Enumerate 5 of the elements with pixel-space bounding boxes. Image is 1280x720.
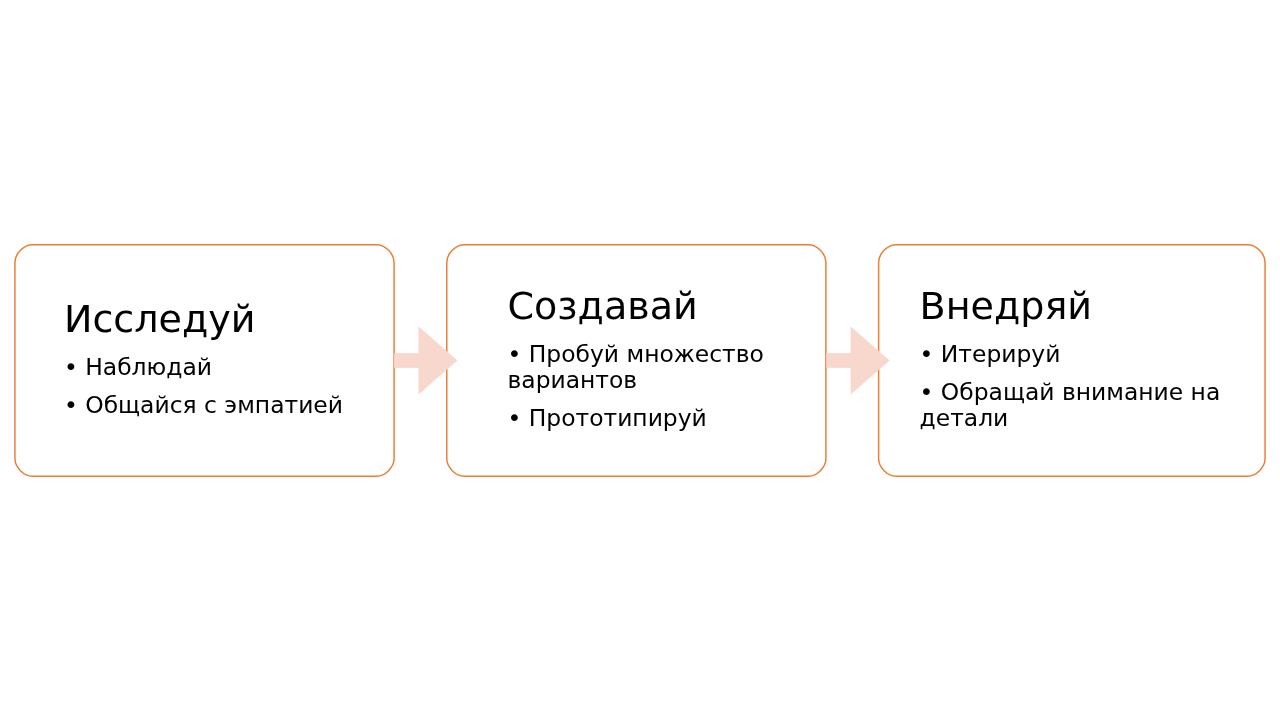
- arrow: [394, 325, 458, 395]
- arrow: [826, 325, 890, 395]
- node-box: Исследуй • Наблюдай • Общайся с эмпатией: [14, 243, 395, 477]
- node-box: Создавай • Пробуй множество вариантов • Прототипируй: [446, 243, 827, 477]
- node-box: Внедряй • Итерируй • Обращай внимание на детали: [877, 243, 1266, 477]
